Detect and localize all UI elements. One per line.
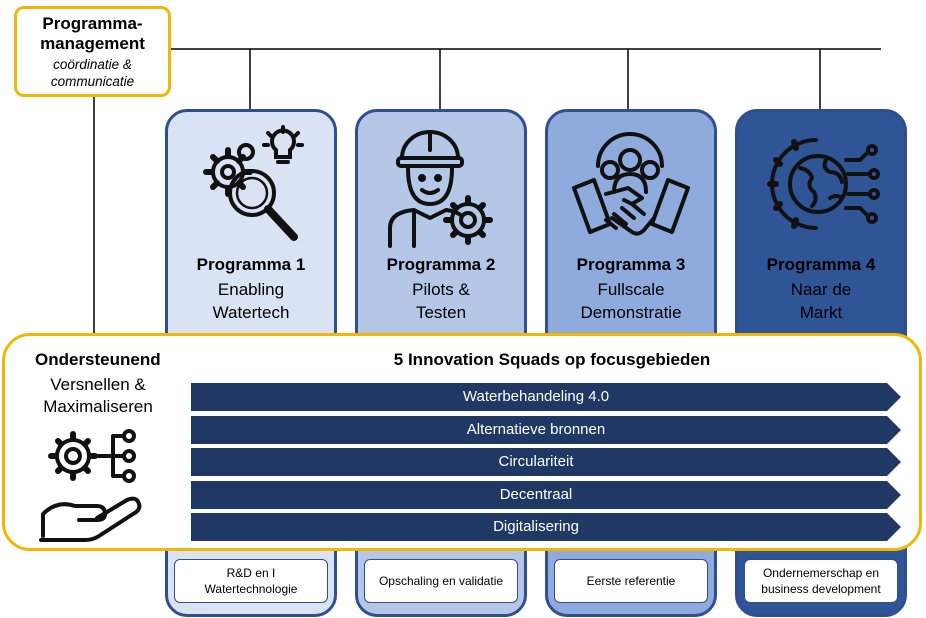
program-3-focus-box: Eerste referentie [554, 559, 708, 603]
hand-gear-network-icon [39, 429, 142, 542]
program-1-focus-box: R&D en I Watertechnologie [174, 559, 328, 603]
squad-label: Waterbehandeling 4.0 [462, 388, 610, 405]
squad-label: Alternatieve bronnen [466, 421, 606, 438]
squad-label: Decentraal [499, 486, 573, 503]
handshake-team-icon [572, 132, 690, 236]
squad-bar-digitalisering: Digitalisering [191, 513, 901, 541]
management-subtitle: coördinatie & communicatie [50, 57, 135, 89]
program-1-title: Programma 1 [196, 255, 306, 274]
squad-label: Circulariteit [498, 453, 574, 470]
program-4-subtitle: Naar de Markt [790, 280, 852, 322]
supporting-band: Ondersteunend Versnellen & Maximaliseren… [2, 333, 922, 551]
program-3-title: Programma 3 [576, 255, 686, 274]
program-2-focus-box: Opschaling en validatie [364, 559, 518, 603]
squad-bar-waterbehandeling: Waterbehandeling 4.0 [191, 383, 901, 411]
program-4-focus-box: Ondernemerschap en business development [744, 559, 898, 603]
program-1-subtitle: Enabling Watertech [212, 280, 290, 322]
program-3-subtitle: Fullscale Demonstratie [580, 280, 682, 322]
program-4-title: Programma 4 [766, 255, 876, 274]
squad-bar-decentraal: Decentraal [191, 481, 901, 509]
program-2-subtitle: Pilots & Testen [412, 280, 470, 322]
support-subtitle: Versnellen & Maximaliseren [43, 375, 153, 416]
management-title: Programma- management [40, 14, 145, 53]
support-title: Ondersteunend [35, 350, 161, 369]
squad-bar-alternatieve-bronnen: Alternatieve bronnen [191, 416, 901, 444]
program-2-title: Programma 2 [386, 255, 496, 274]
worker-gear-icon [388, 130, 493, 248]
programme-management-box: Programma- management coördinatie & comm… [14, 6, 171, 97]
globe-circuit-icon [767, 138, 880, 230]
squads-title: 5 Innovation Squads op focusgebieden [393, 350, 711, 369]
gears-magnifier-lightbulb-icon [203, 125, 304, 241]
squad-bar-circulariteit: Circulariteit [191, 448, 901, 476]
squad-label: Digitalisering [493, 518, 579, 535]
